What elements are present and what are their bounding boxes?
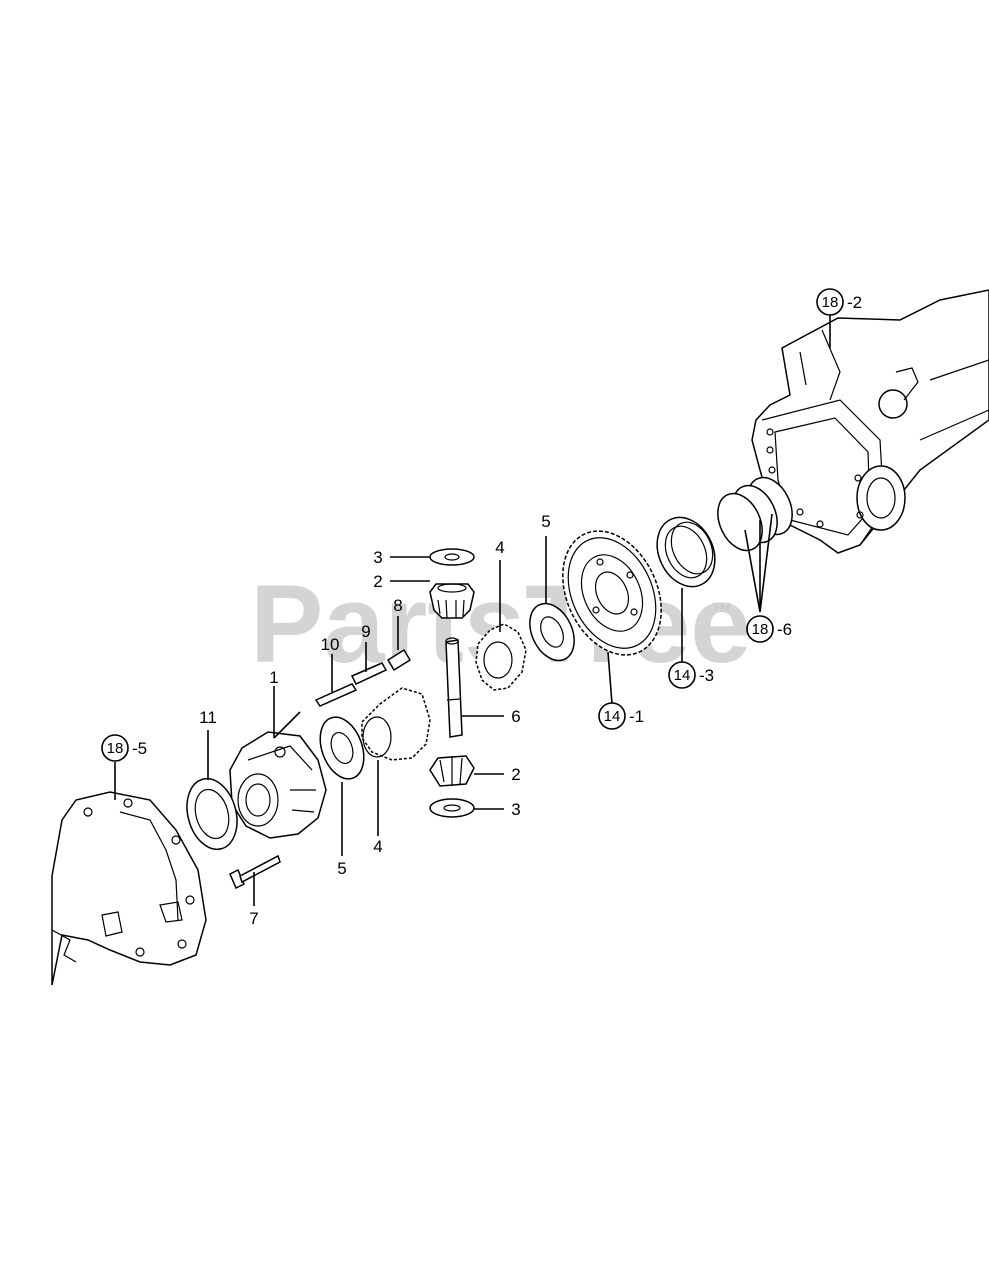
label-6: 6 [511,707,520,726]
callout-14-1: 14 -1 [598,702,644,730]
callout-18-5-number: 18 [107,740,124,757]
callout-18-2-suffix: -2 [847,293,862,312]
label-1: 1 [269,668,278,687]
pinion-gear-lower [429,755,475,787]
callout-18-2: 18 -2 [816,288,862,316]
side-gear-upper [475,623,527,691]
label-2-upper: 2 [373,572,382,591]
callout-18-5-suffix: -5 [132,739,147,758]
pin-9 [350,662,388,685]
label-4-upper: 4 [495,538,504,557]
side-gear-lower [361,687,431,761]
callout-18-2-number: 18 [822,294,839,311]
left-axle-housing [51,791,207,986]
thrust-washer-lower [319,716,365,780]
label-5-lower: 5 [337,859,346,878]
bearing-14-3 [656,516,716,588]
pinion-washer-upper [429,548,475,566]
label-5-upper: 5 [541,512,550,531]
bolt-7 [229,854,281,890]
label-9: 9 [361,622,370,641]
callout-14-3-number: 14 [674,667,691,684]
pin-10 [314,683,358,707]
callout-18-6: 18 -6 [746,615,792,643]
differential-case [229,731,327,839]
bearing-11 [186,777,238,851]
callout-14-1-number: 14 [604,708,621,725]
callout-14-3-suffix: -3 [699,666,714,685]
callout-14-3: 14 -3 [668,661,714,689]
label-8: 8 [393,596,402,615]
snap-ring-set [717,476,793,552]
label-10: 10 [321,635,340,654]
pinion-washer-lower [429,798,475,818]
label-3-lower: 3 [511,800,520,819]
pin-8 [386,648,412,672]
ring-gear [562,530,662,656]
pinion-gear-upper [429,583,475,619]
watermark-trademark: TM [712,600,731,615]
label-7: 7 [249,909,258,928]
label-4-lower: 4 [373,837,382,856]
callout-18-6-number: 18 [752,621,769,638]
pinion-shaft [445,637,463,738]
thrust-washer-upper [529,602,575,662]
label-11: 11 [199,708,217,727]
callout-14-1-suffix: -1 [629,707,644,726]
label-3-upper: 3 [373,548,382,567]
callout-18-5: 18 -5 [101,734,147,762]
label-2-lower: 2 [511,765,520,784]
callout-18-6-suffix: -6 [777,620,792,639]
